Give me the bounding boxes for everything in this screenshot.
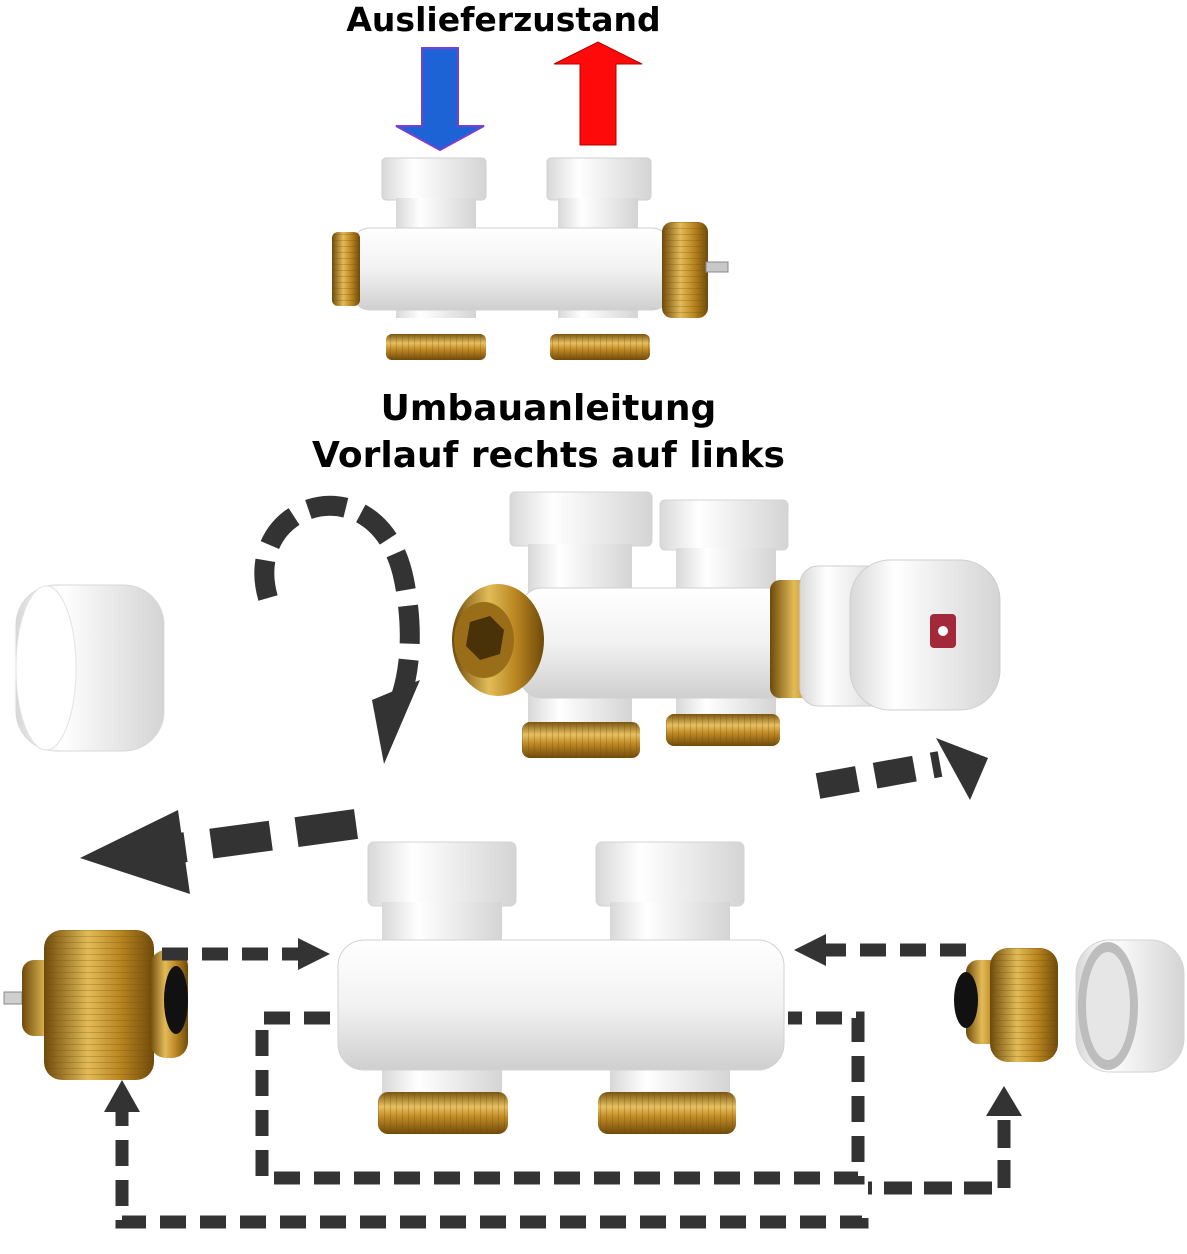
title-conversion: Umbauanleitung Vorlauf rechts auf links: [0, 385, 1142, 479]
arrow-heads: [104, 934, 1022, 1116]
disassembled-valve: [337, 841, 785, 1134]
white-cap-left: [15, 584, 165, 752]
hex-nut-right: [546, 157, 652, 201]
valve-body: [351, 227, 671, 311]
valve-with-thermostat: [452, 491, 1001, 758]
arrow-down-icon: [395, 47, 485, 152]
title-delivery-state: Auslieferzustand: [346, 0, 661, 39]
brass-insert-left: [3, 930, 188, 1080]
title-conversion-line2: Vorlauf rechts auf links: [312, 435, 785, 476]
arrow-up-icon: [553, 41, 643, 146]
dashed-arrow-icon-left: [80, 809, 359, 894]
title-conversion-line1: Umbauanleitung: [380, 388, 717, 429]
delivery-state-valve: [332, 41, 729, 360]
hex-nut-left: [381, 157, 487, 201]
dashed-arrow-icon-right: [815, 738, 988, 800]
brass-insert-right: [954, 948, 1058, 1062]
white-cap-right: [1075, 939, 1185, 1073]
dashed-connector-arrows: [115, 943, 1011, 1229]
thermostat-head: [770, 559, 1001, 711]
rotate-arrow-icon: [254, 495, 420, 764]
